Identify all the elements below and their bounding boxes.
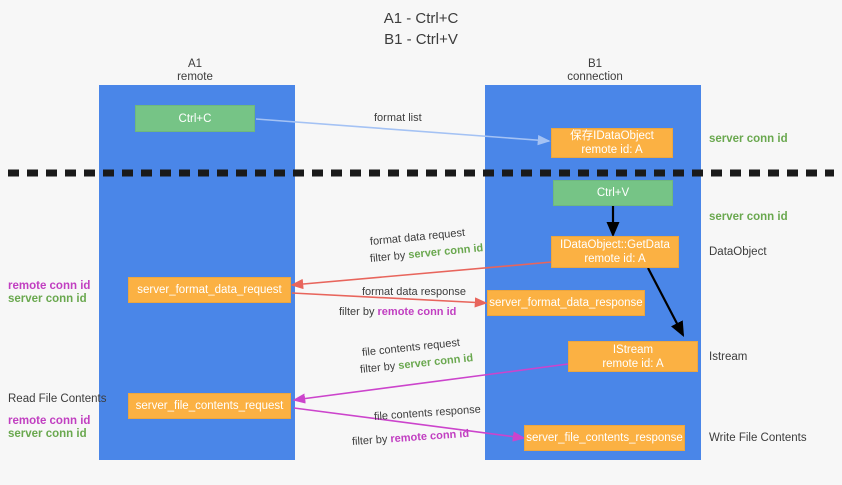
node-server-format-data-request[interactable]: server_format_data_request — [128, 277, 291, 303]
node-server-file-contents-request[interactable]: server_file_contents_request — [128, 393, 291, 419]
title-line-1: A1 - Ctrl+C — [383, 10, 459, 27]
lane-a1-sub: remote — [177, 71, 213, 83]
filter-prefix: filter by — [339, 306, 378, 318]
node-server-format-data-request-label: server_format_data_request — [137, 284, 282, 296]
right-label-server-conn-id-top: server conn id — [709, 133, 788, 145]
node-save-idataobject[interactable]: 保存IDataObject remote id: A — [551, 128, 673, 158]
left-label-server-conn-id-2: server conn id — [8, 428, 87, 440]
node-server-format-data-response[interactable]: server_format_data_response — [487, 290, 645, 316]
node-server-file-contents-response[interactable]: server_file_contents_response — [524, 425, 685, 451]
node-save-idataobject-line1: 保存IDataObject — [570, 130, 654, 142]
node-server-file-contents-request-label: server_file_contents_request — [135, 400, 284, 412]
node-getdata[interactable]: IDataObject::GetData remote id: A — [551, 236, 679, 268]
right-label-server-conn-id-mid: server conn id — [709, 211, 788, 223]
edge-label-format-data-response: format data response — [362, 286, 466, 298]
filter-value-server-conn-id: server conn id — [407, 242, 484, 262]
filter-value-remote-conn-id: remote conn id — [390, 427, 470, 446]
edge-label-format-data-response-filter: filter by remote conn id — [339, 305, 456, 319]
left-label-server-conn-id-1: server conn id — [8, 293, 87, 305]
node-istream[interactable]: IStream remote id: A — [568, 341, 698, 372]
node-server-file-contents-response-label: server_file_contents_response — [526, 432, 683, 444]
left-label-remote-conn-id-2: remote conn id — [8, 415, 91, 427]
node-ctrl-c[interactable]: Ctrl+C — [135, 105, 255, 132]
filter-value-server-conn-id: server conn id — [397, 352, 474, 372]
lane-a1-name: A1 — [187, 58, 203, 70]
lane-header-b1: B1 connection — [530, 58, 660, 84]
node-server-format-data-response-label: server_format_data_response — [489, 297, 643, 309]
lane-header-a1: A1 remote — [130, 58, 260, 84]
edge-label-file-contents-response-filter: filter by remote conn id — [352, 427, 470, 449]
filter-prefix: filter by — [351, 433, 391, 448]
node-save-idataobject-line2: remote id: A — [581, 144, 643, 156]
title-line-2: B1 - Ctrl+V — [384, 31, 458, 48]
lane-b1-sub: connection — [567, 71, 623, 83]
edge-label-file-contents-response: file contents response — [373, 403, 482, 423]
page-title: A1 - Ctrl+C B1 - Ctrl+V — [0, 8, 842, 50]
filter-value-remote-conn-id: remote conn id — [377, 306, 457, 318]
right-label-istream: Istream — [709, 351, 748, 363]
node-getdata-line2: remote id: A — [584, 253, 646, 265]
right-label-write-file-contents: Write File Contents — [709, 432, 807, 444]
node-istream-line2: remote id: A — [602, 357, 664, 370]
lane-b1-name: B1 — [587, 58, 603, 70]
node-ctrl-v[interactable]: Ctrl+V — [553, 180, 673, 206]
node-ctrl-v-label: Ctrl+V — [596, 187, 630, 199]
node-getdata-line1: IDataObject::GetData — [560, 239, 670, 251]
filter-prefix: filter by — [359, 360, 399, 376]
node-istream-line1: IStream — [612, 343, 654, 356]
filter-prefix: filter by — [369, 249, 409, 265]
left-label-read-file-contents: Read File Contents — [8, 393, 107, 405]
left-label-remote-conn-id-1: remote conn id — [8, 280, 91, 292]
edge-label-format-list: format list — [374, 112, 422, 124]
node-ctrl-c-label: Ctrl+C — [178, 112, 212, 125]
right-label-dataobject: DataObject — [709, 246, 767, 258]
